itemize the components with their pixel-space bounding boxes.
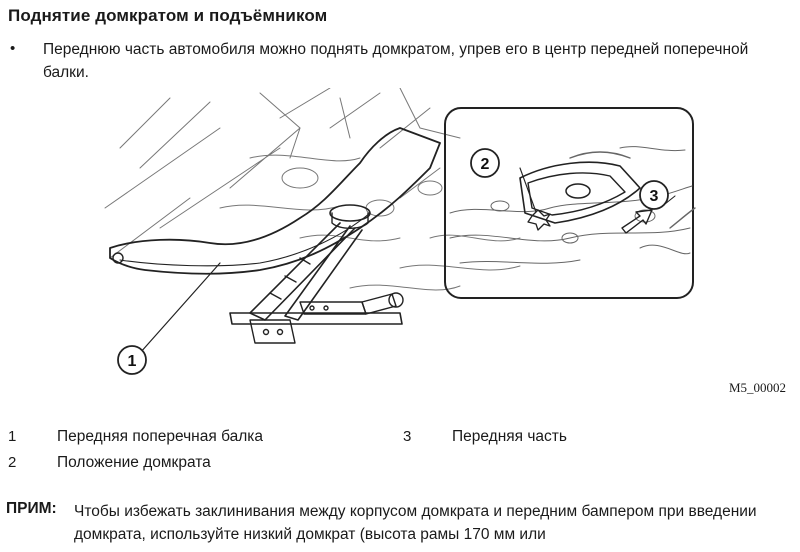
section-heading: Поднятие домкратом и подъёмником bbox=[8, 6, 328, 25]
jack-illustration: 1 2 3 bbox=[100, 87, 800, 398]
callout-2-label: 2 bbox=[481, 156, 490, 173]
legend-text-1: Передняя поперечная балка bbox=[57, 428, 263, 445]
legend-text-3: Передняя часть bbox=[452, 428, 567, 445]
legend-num-3: 3 bbox=[403, 428, 412, 445]
legend-num-2: 2 bbox=[8, 454, 17, 471]
note-label: ПРИМ: bbox=[6, 500, 57, 517]
callout-3-label: 3 bbox=[650, 188, 659, 205]
legend-text-2: Положение домкрата bbox=[57, 454, 211, 471]
callout-1-label: 1 bbox=[128, 353, 137, 370]
bullet-marker: • bbox=[10, 40, 16, 57]
figure-id-label: M5_00002 bbox=[729, 380, 787, 395]
note-text: Чтобы избежать заклинивания между корпус… bbox=[74, 503, 757, 543]
legend-num-1: 1 bbox=[8, 428, 17, 445]
bullet-text: Переднюю часть автомобиля можно поднять … bbox=[43, 41, 749, 81]
